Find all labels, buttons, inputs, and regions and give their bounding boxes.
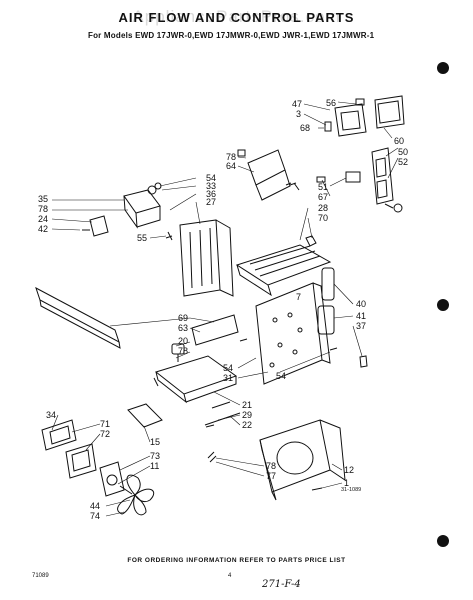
part-label: 28 (318, 203, 328, 213)
part-label: 54 (206, 173, 216, 183)
part-label: 35 (38, 194, 48, 204)
part-label: 63 (178, 323, 188, 333)
part-label: 15 (150, 437, 160, 447)
louver-vent (237, 149, 291, 201)
knob (171, 343, 185, 362)
part-label: 36 (206, 189, 216, 199)
part-label: 40 (356, 299, 366, 309)
leader-lines (51, 101, 399, 517)
models-line: For Models EWD 17JWR-0,EWD 17JMWR-0,EWD … (88, 31, 375, 40)
part-label: 71 (100, 419, 110, 429)
part-label: 74 (90, 511, 100, 521)
page-title: AIR FLOW AND CONTROL PARTS (118, 10, 355, 25)
part-label: 7 (296, 292, 301, 302)
part-label: 34 (46, 410, 56, 420)
seal-rings (41, 419, 97, 479)
part-label: 51 (318, 182, 328, 192)
part-label: 56 (326, 98, 336, 108)
part-label: 24 (38, 214, 48, 224)
part-label: 54 (223, 363, 233, 373)
watermark: AppliancePartsPros.com (132, 7, 341, 26)
deflector-panel (191, 314, 239, 346)
motor-mount-block (82, 182, 162, 237)
part-label: 47 (292, 99, 302, 109)
part-label: 44 (90, 501, 100, 511)
part-label: 12 (344, 465, 354, 475)
part-label: 55 (137, 233, 147, 243)
part-label: 67 (318, 192, 328, 202)
fan-blade (117, 474, 155, 516)
part-label: 20 (178, 336, 188, 346)
part-label: 54 (276, 371, 286, 381)
ordering-info-footer: FOR ORDERING INFORMATION REFER TO PARTS … (127, 557, 346, 564)
blower-housing (259, 419, 346, 501)
part-label: 68 (300, 123, 310, 133)
part-label: 78 (178, 346, 188, 356)
part-label: 21 (242, 400, 252, 410)
part-label: 52 (398, 157, 408, 167)
part-label: 70 (318, 213, 328, 223)
screw-fasteners (153, 182, 338, 463)
part-label: 37 (356, 321, 366, 331)
part-label: 33 (206, 181, 216, 191)
rear-baffle-panel (255, 282, 331, 385)
binder-hole-2 (437, 299, 449, 311)
front-trim-panel (35, 286, 121, 349)
filter-pad (127, 403, 163, 428)
page-number: 4 (228, 573, 232, 579)
small-switch (289, 171, 361, 191)
binder-hole-1 (437, 62, 449, 74)
part-label: 1 (344, 478, 349, 488)
part-label: 42 (38, 224, 48, 234)
part-label: 3 (296, 109, 301, 119)
part-label: 78 (226, 152, 236, 162)
part-label: 29 (242, 410, 252, 420)
slotted-duct (179, 219, 234, 297)
part-label: 27 (206, 197, 216, 207)
grille-louver (235, 235, 332, 297)
part-label: 69 (178, 313, 188, 323)
part-label: 64 (226, 161, 236, 171)
control-switch-assembly (324, 95, 405, 137)
part-label: 77 (266, 471, 276, 481)
part-label: 72 (100, 429, 110, 439)
part-label: 60 (394, 136, 404, 146)
footer-code: 71089 (32, 573, 49, 579)
part-number-labels: 47 56 3 68 60 50 52 51 67 28 70 78 64 54… (38, 98, 408, 521)
fan-motor (99, 461, 133, 497)
drawing-code: 31-1089 (341, 487, 362, 493)
part-label: 41 (356, 311, 366, 321)
part-label: 31 (223, 373, 233, 383)
control-bracket (371, 147, 403, 213)
part-label: 78 (38, 204, 48, 214)
handwritten-note: 271-F-4 (262, 579, 301, 590)
part-label: 11 (150, 461, 159, 471)
binder-hole-3 (437, 535, 449, 547)
part-label: 50 (398, 147, 408, 157)
part-label: 22 (242, 420, 252, 430)
part-label: 78 (266, 461, 276, 471)
part-label: 73 (150, 451, 160, 461)
gasket-set (317, 267, 368, 368)
